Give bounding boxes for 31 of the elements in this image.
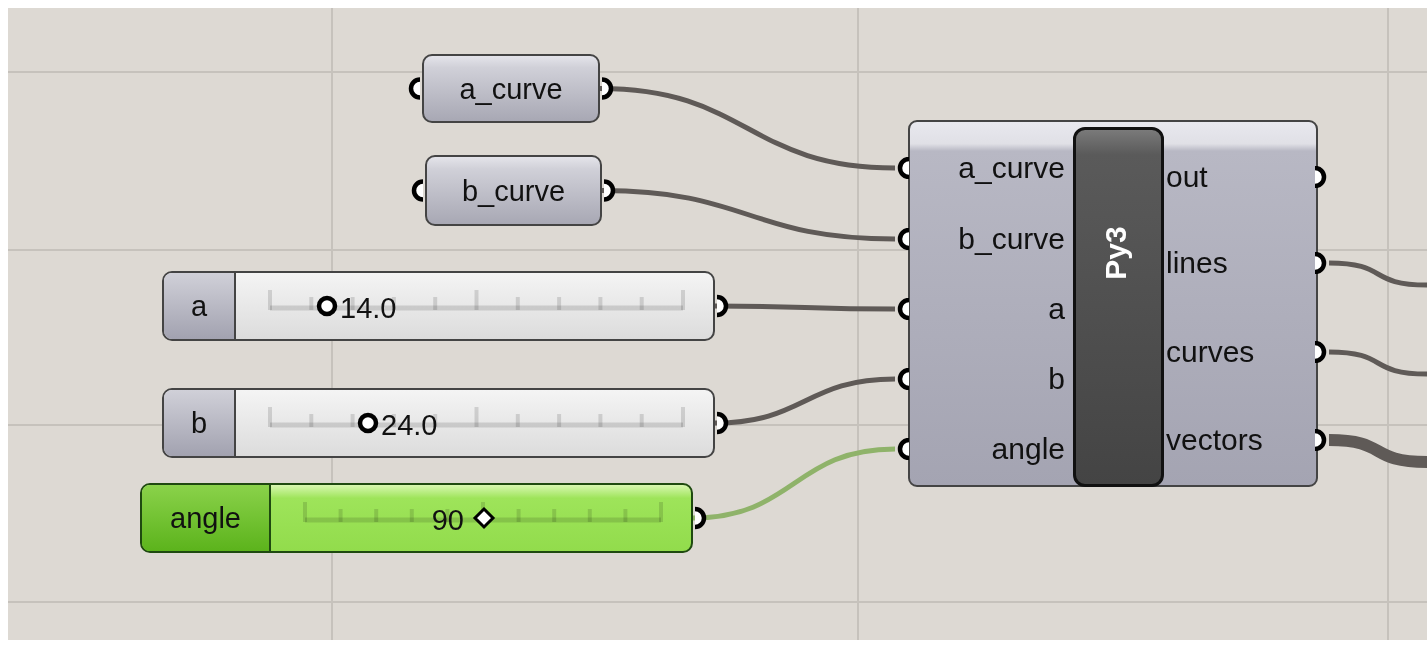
parameter-box xyxy=(422,54,600,123)
parameter-box xyxy=(425,155,602,226)
wire xyxy=(1328,434,1427,468)
input-parameter-label: a xyxy=(1048,292,1065,326)
slider-name: a xyxy=(164,273,236,339)
slider-name: angle xyxy=(142,485,271,551)
wire xyxy=(715,303,895,312)
number-slider xyxy=(162,388,715,458)
slider-value: 90 xyxy=(431,506,464,535)
parameter-label: b_curve xyxy=(461,176,566,205)
output-parameter-label: vectors xyxy=(1166,423,1263,457)
slider-name: b xyxy=(164,390,236,456)
wire xyxy=(714,376,896,426)
number-slider xyxy=(162,271,715,341)
slider-value: 24.0 xyxy=(381,411,438,440)
input-parameter-label: b xyxy=(1048,362,1065,396)
input-parameter-label: angle xyxy=(991,432,1065,466)
slider-value: 14.0 xyxy=(340,294,397,323)
input-parameter-label: b_curve xyxy=(958,222,1065,256)
component-name: Py3 xyxy=(1100,226,1131,280)
wire xyxy=(599,86,896,171)
wire xyxy=(692,446,896,521)
wire xyxy=(1328,349,1427,377)
output-parameter-label: curves xyxy=(1166,335,1255,369)
input-parameter-label: a_curve xyxy=(958,151,1065,185)
wire xyxy=(601,188,896,242)
integer-slider xyxy=(140,483,693,553)
wire xyxy=(1328,260,1427,288)
parameter-label: a_curve xyxy=(459,74,563,103)
output-parameter-label: lines xyxy=(1166,246,1228,280)
output-parameter-label: out xyxy=(1166,160,1208,194)
